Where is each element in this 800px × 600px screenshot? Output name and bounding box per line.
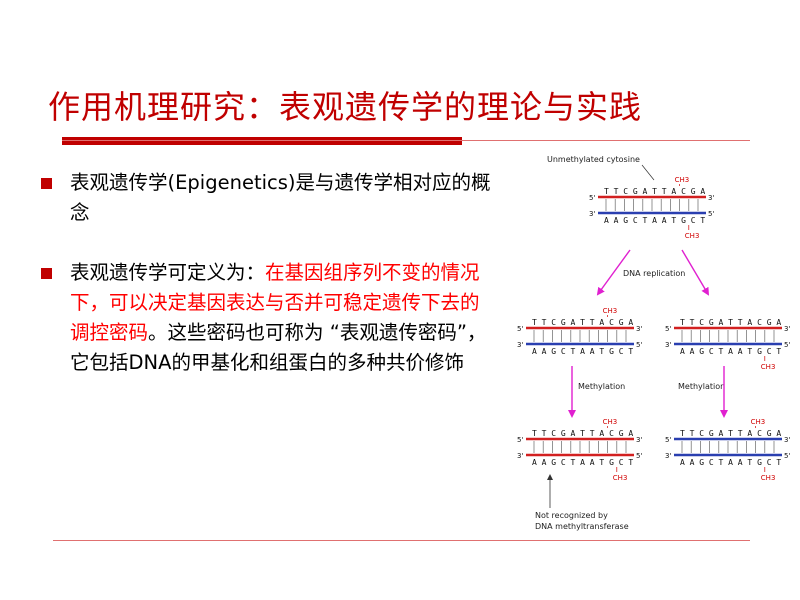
strand-end-5prime: 5' (517, 436, 523, 444)
sequence-top: T T C G A T T A C G A (532, 429, 633, 438)
bottom-rule (53, 540, 750, 541)
strand-end-3prime: 3' (784, 436, 790, 444)
not-recognized-label-line2: DNA methyltransferase (535, 522, 629, 531)
sequence-bottom: A A G C T A A T G C T (532, 458, 633, 467)
strand-end-5prime: 5' (665, 325, 671, 333)
bullet-text-prefix: 表观遗传学可定义为： (70, 261, 266, 284)
dna-duplex-hemimethylated-left: T T C G A T T A C G A5'3'3'5'A A G C T A… (517, 418, 642, 482)
dna-methylation-figure: Unmethylated cytosine T T C G A T T A C … (517, 155, 790, 531)
strand-end-5prime: 5' (784, 341, 790, 349)
bullet-square-icon (41, 268, 52, 279)
methyl-group-top: CH3 (603, 307, 618, 315)
methyl-group-bottom: CH3 (613, 474, 628, 482)
strand-end-3prime: 3' (665, 341, 671, 349)
sequence-bottom: A A G C T A A T G C T (604, 216, 705, 225)
strand-end-5prime: 5' (589, 194, 595, 202)
sequence-bottom: A A G C T A A T G C T (680, 458, 781, 467)
strand-end-5prime: 5' (636, 452, 642, 460)
slide-title: 作用机理研究：表观遗传学的理论与实践 (48, 88, 643, 126)
strand-end-3prime: 3' (636, 325, 642, 333)
strand-end-3prime: 3' (517, 452, 523, 460)
dna-duplex-replicated-left: T T C G A T T A C G A5'3'3'5'A A G C T A… (517, 307, 642, 356)
strand-end-3prime: 3' (784, 325, 790, 333)
strand-end-3prime: 3' (636, 436, 642, 444)
bullet-item-epigenetic-code: 表观遗传学可定义为：在基因组序列不变的情况下，可以决定基因表达与否并可稳定遗传下… (40, 258, 495, 378)
strand-end-3prime: 3' (665, 452, 671, 460)
title-underline-bar (62, 137, 462, 145)
strand-end-5prime: 5' (636, 341, 642, 349)
sequence-top: T T C G A T T A C G A (604, 187, 705, 196)
strand-end-5prime: 5' (784, 452, 790, 460)
title-underline-rule (62, 140, 750, 141)
methyl-group-top: CH3 (751, 418, 766, 426)
methyl-group-top: CH3 (603, 418, 618, 426)
strand-end-5prime: 5' (665, 436, 671, 444)
not-recognized-label-line1: Not recognized by (535, 511, 608, 520)
bullet-text-suffix: 。这些密码也可称为 “表观遗传密码”，它包括DNA的甲基化和组蛋白的多种共价修饰 (70, 321, 487, 374)
sequence-bottom: A A G C T A A T G C T (532, 347, 633, 356)
dna-replication-label: DNA replication (623, 269, 685, 278)
dna-duplex-parent: T T C G A T T A C G A5'3'3'5'A A G C T A… (589, 176, 714, 240)
unmethylated-cytosine-label: Unmethylated cytosine (547, 155, 640, 164)
sequence-bottom: A A G C T A A T G C T (680, 347, 781, 356)
sequence-top: T T C G A T T A C G A (680, 429, 781, 438)
strand-end-3prime: 3' (517, 341, 523, 349)
bullet-list: 表观遗传学(Epigenetics)是与遗传学相对应的概念 表观遗传学可定义为：… (40, 168, 495, 378)
bullet-item-epigenetics-definition: 表观遗传学(Epigenetics)是与遗传学相对应的概念 (40, 168, 495, 228)
strand-end-3prime: 3' (708, 194, 714, 202)
strand-end-5prime: 5' (708, 210, 714, 218)
methyl-group-bottom: CH3 (761, 363, 776, 371)
dna-duplex-methylated-right: T T C G A T T A C G A5'3'3'5'A A G C T A… (665, 418, 790, 482)
bullet-text-highlight: 在基因组序列不变的情况下，可以决定基因表达与否并可稳定遗传下去的调控密码 (70, 261, 480, 344)
sequence-top: T T C G A T T A C G A (680, 318, 781, 327)
methyl-group-bottom: CH3 (685, 232, 700, 240)
bullet-text: 表观遗传学(Epigenetics)是与遗传学相对应的概念 (70, 171, 491, 224)
strand-end-5prime: 5' (517, 325, 523, 333)
methylation-label-right: Methylation (678, 382, 725, 391)
bullet-square-icon (41, 178, 52, 189)
unmethylated-pointer (641, 164, 655, 181)
strand-end-3prime: 3' (589, 210, 595, 218)
methyl-group-top: CH3 (675, 176, 690, 184)
dna-duplex-replicated-right: T T C G A T T A C G A5'3'3'5'A A G C T A… (665, 318, 790, 371)
dna-methylation-diagram: Unmethylated cytosine T T C G A T T A C … (510, 150, 800, 540)
methyl-group-bottom: CH3 (761, 474, 776, 482)
methylation-label-left: Methylation (578, 382, 625, 391)
sequence-top: T T C G A T T A C G A (532, 318, 633, 327)
replication-arrow-left (596, 249, 631, 296)
replication-arrow-right (681, 249, 710, 296)
